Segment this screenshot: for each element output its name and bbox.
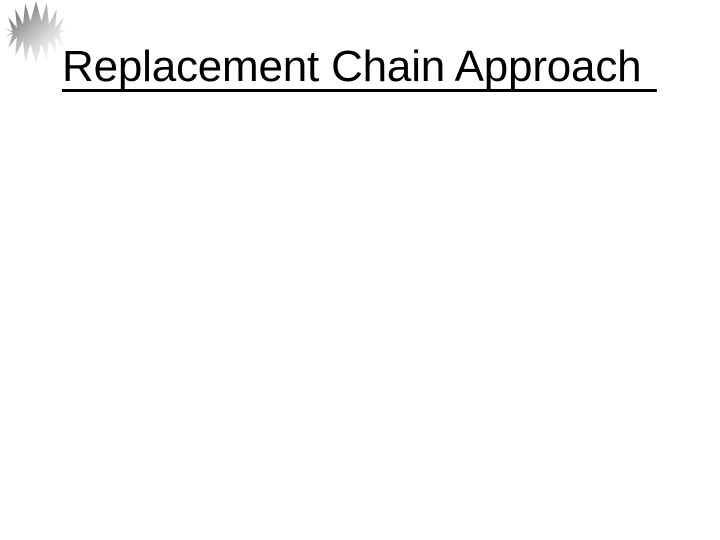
title-block: Replacement Chain Approach	[62, 44, 662, 96]
title-underline	[62, 89, 657, 92]
gear-icon	[4, 1, 68, 64]
content-placeholder	[50, 110, 670, 510]
page-title: Replacement Chain Approach	[62, 42, 642, 91]
